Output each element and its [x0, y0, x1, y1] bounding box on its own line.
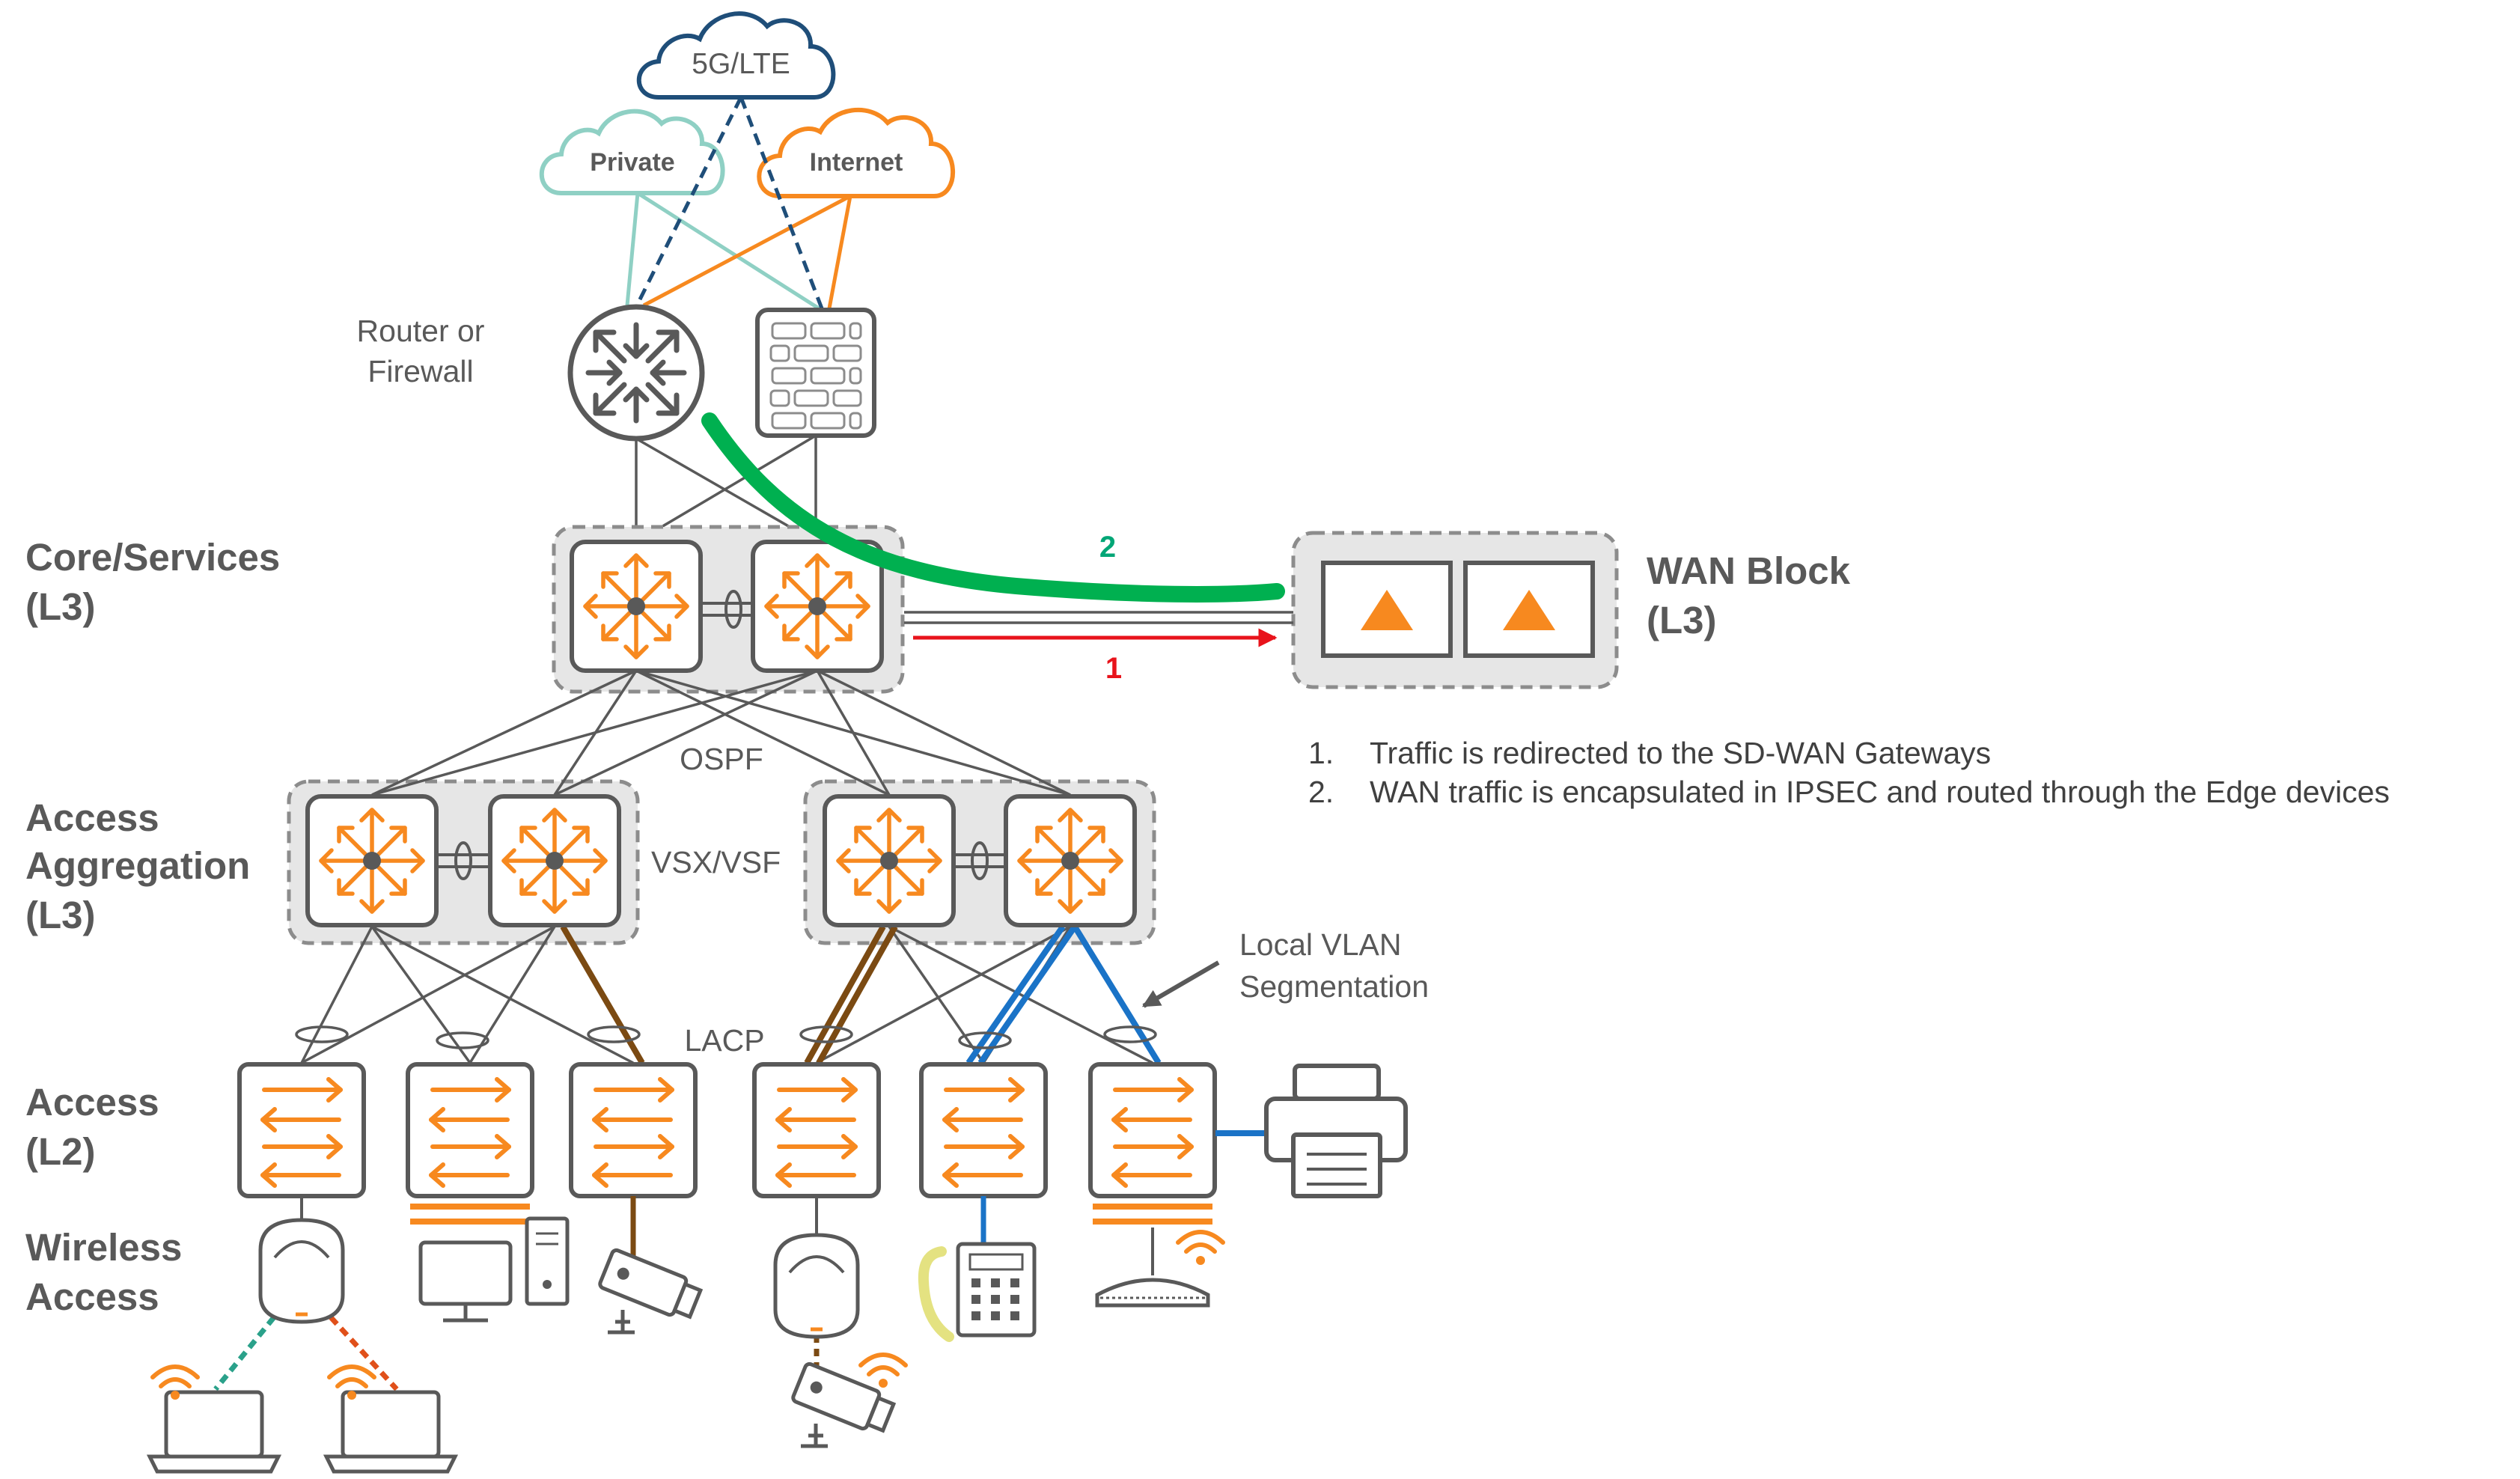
agg-switch-2 [490, 796, 619, 925]
tier-label-agg-line1: Access [25, 796, 159, 839]
note-2-number: 2. [1308, 775, 1334, 809]
private-cloud: Private [539, 109, 725, 195]
router-icon [567, 304, 705, 442]
note-1-number: 1. [1308, 736, 1334, 770]
agg-switch-3 [825, 796, 954, 925]
camera-1 [599, 1249, 703, 1332]
lacp-bundles [295, 1025, 1157, 1049]
internet-cloud: Internet [757, 107, 955, 198]
printer-icon [1264, 1064, 1408, 1198]
ip-phone-icon [918, 1242, 1037, 1342]
wan-gateway-2 [1463, 561, 1595, 658]
tier-label-wireless-line1: Wireless [25, 1226, 182, 1269]
note-2-text: WAN traffic is encapsulated in IPSEC and… [1370, 775, 2390, 809]
note-1-text: Traffic is redirected to the SD-WAN Gate… [1370, 736, 1991, 770]
path-label-2: 2 [1099, 531, 1116, 564]
agg-switch-4 [1006, 796, 1135, 925]
isl-links [436, 590, 1006, 880]
access-point-2 [775, 1235, 858, 1337]
lacp-label: LACP [684, 1023, 764, 1058]
wan-block-label-line1: WAN Block [1647, 549, 1851, 592]
path-label-1: 1 [1105, 652, 1122, 685]
access-switch-1 [240, 1064, 364, 1196]
agg-switch-1 [308, 796, 436, 925]
wan-gateway-1 [1321, 561, 1453, 658]
router-firewall-label-line2: Firewall [367, 354, 473, 388]
core-to-agg-links [371, 669, 1071, 796]
wifi-icon [861, 1355, 906, 1388]
cloud-links [625, 96, 852, 311]
access-switch-5 [921, 1064, 1046, 1196]
router-firewall-label-line1: Router or [357, 314, 485, 348]
internet-cloud-label: Internet [810, 148, 903, 177]
access-switch-2 [408, 1064, 532, 1196]
green-ipsec-path [701, 412, 1285, 603]
tier-label-access-line2: (L2) [25, 1130, 95, 1173]
wireless-router-icon [1095, 1278, 1210, 1308]
lte-cloud: 5G/LTE [636, 11, 836, 100]
wifi-icon [1178, 1232, 1223, 1265]
notes-list: 1. Traffic is redirected to the SD-WAN G… [1308, 736, 2390, 809]
access-switch-3 [571, 1064, 695, 1196]
ospf-label: OSPF [680, 742, 763, 776]
access-switch-4 [754, 1064, 879, 1196]
local-vlan-label-line2: Segmentation [1239, 969, 1429, 1004]
vlan-segment-links [560, 924, 1162, 1065]
lte-cloud-label: 5G/LTE [692, 48, 790, 80]
poe-bars [410, 1204, 1212, 1225]
laptop-2 [326, 1392, 455, 1472]
tier-label-access-line1: Access [25, 1081, 159, 1123]
local-vlan-pointer-arrow [1141, 960, 1220, 1008]
wan-block-label-line2: (L3) [1647, 599, 1716, 641]
laptop-1 [150, 1392, 278, 1472]
core-to-wan-links [904, 611, 1293, 647]
vsx-label: VSX/VSF [651, 845, 781, 879]
local-vlan-label-line1: Local VLAN [1239, 927, 1402, 962]
access-point-1 [260, 1220, 343, 1322]
tier-label-agg-line3: (L3) [25, 894, 95, 936]
tier-label-agg-line2: Aggregation [25, 844, 250, 887]
firewall-icon [755, 308, 876, 438]
tier-label-core-line2: (L3) [25, 585, 95, 628]
tier-label-core-line1: Core/Services [25, 536, 280, 579]
tier-label-wireless-line2: Access [25, 1275, 159, 1318]
desktop-computer-icon [418, 1216, 570, 1323]
endpoint-links [213, 1130, 1265, 1391]
core-switch-left [572, 542, 701, 671]
camera-2 [792, 1363, 896, 1446]
access-switch-6 [1090, 1064, 1215, 1196]
core-switch-right [753, 542, 882, 671]
private-cloud-label: Private [590, 148, 674, 177]
